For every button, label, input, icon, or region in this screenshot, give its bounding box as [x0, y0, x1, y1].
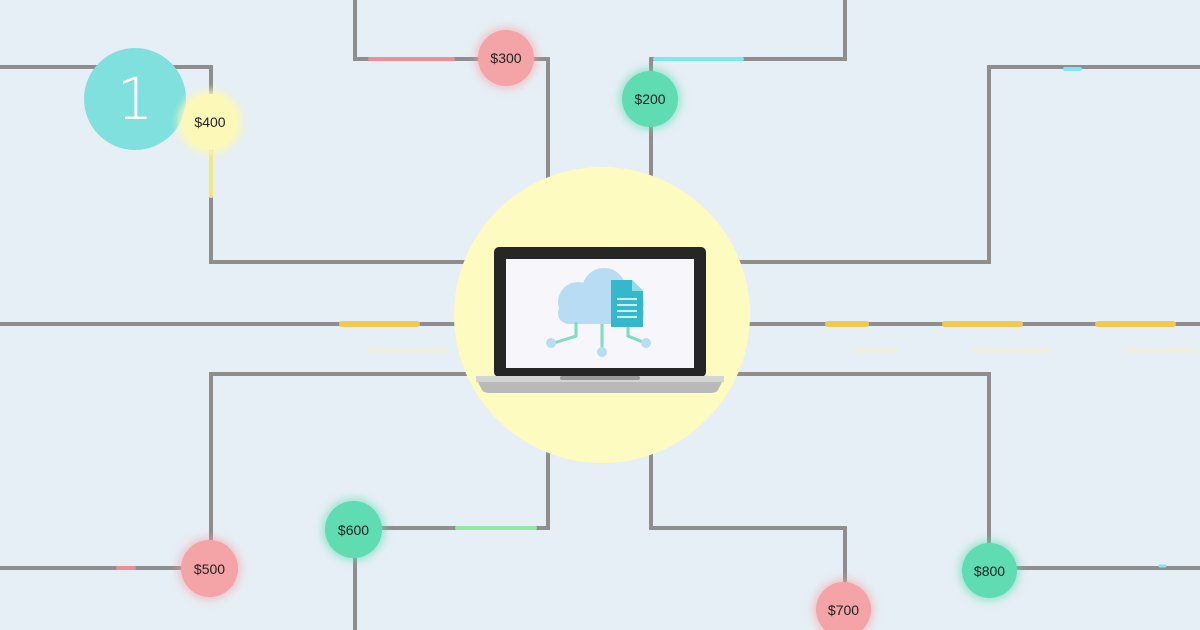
wire	[0, 372, 470, 570]
wire	[649, 0, 847, 195]
price-node-500: $500	[181, 540, 238, 597]
step-number-badge: 1	[84, 48, 186, 150]
wire	[735, 372, 1200, 570]
price-node-600: $600	[325, 501, 382, 558]
price-node-200: $200	[622, 71, 678, 127]
wire	[649, 440, 847, 630]
price-node-300: $300	[478, 30, 534, 86]
wire	[735, 65, 1200, 264]
price-node-800: $800	[962, 543, 1017, 598]
price-node-400: $400	[182, 94, 238, 150]
price-node-700: $700	[816, 582, 871, 630]
wire	[353, 440, 550, 630]
